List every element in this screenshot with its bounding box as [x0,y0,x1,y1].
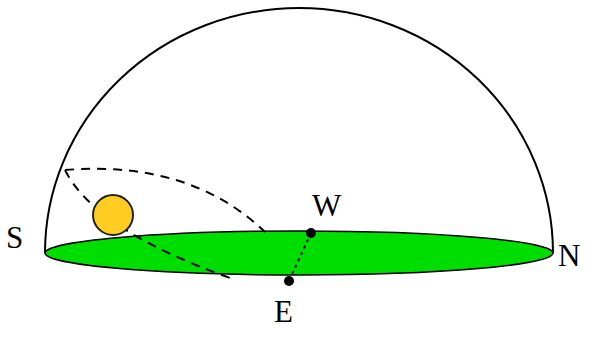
sun [93,195,133,235]
east-point [284,276,294,286]
east-west-line [289,233,311,281]
direction-label: W [312,190,341,221]
direction-label: E [274,296,293,327]
sky-dome [45,8,553,253]
west-point [306,228,316,238]
horizon-plane [45,231,553,275]
direction-label: S [6,222,23,253]
direction-label: N [558,240,580,271]
sun-path-lower [65,170,230,278]
